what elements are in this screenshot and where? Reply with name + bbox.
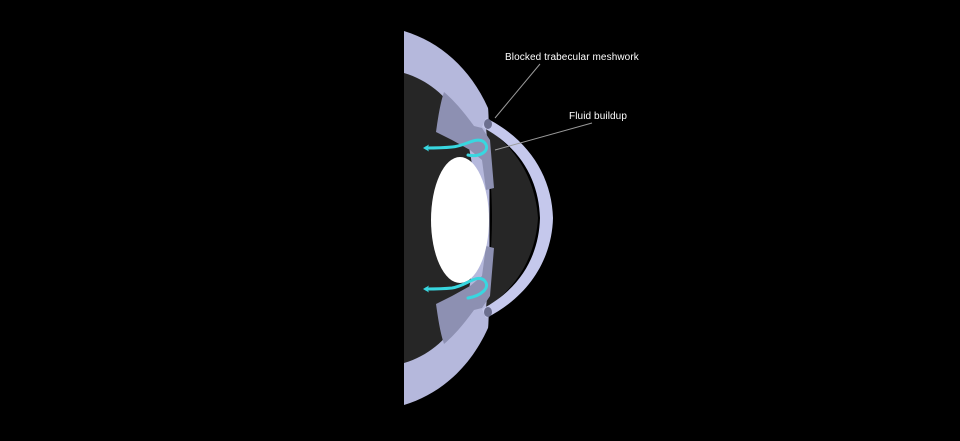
iris-lower <box>436 246 494 344</box>
lens <box>431 157 489 283</box>
trabecular-meshwork-upper <box>484 119 492 129</box>
fluid-flow-arrow-lower <box>423 276 489 300</box>
leader-line-meshwork <box>494 63 541 119</box>
fluid-flow-arrow-upper <box>423 138 489 158</box>
leader-line-fluid <box>494 122 593 151</box>
cornea <box>482 118 553 318</box>
trabecular-meshwork-lower <box>484 307 492 317</box>
iris-upper <box>436 92 494 190</box>
anterior-chamber <box>486 128 538 308</box>
label-blocked-trabecular-meshwork: Blocked trabecular meshwork <box>505 52 639 63</box>
label-fluid-buildup: Fluid buildup <box>569 111 628 122</box>
